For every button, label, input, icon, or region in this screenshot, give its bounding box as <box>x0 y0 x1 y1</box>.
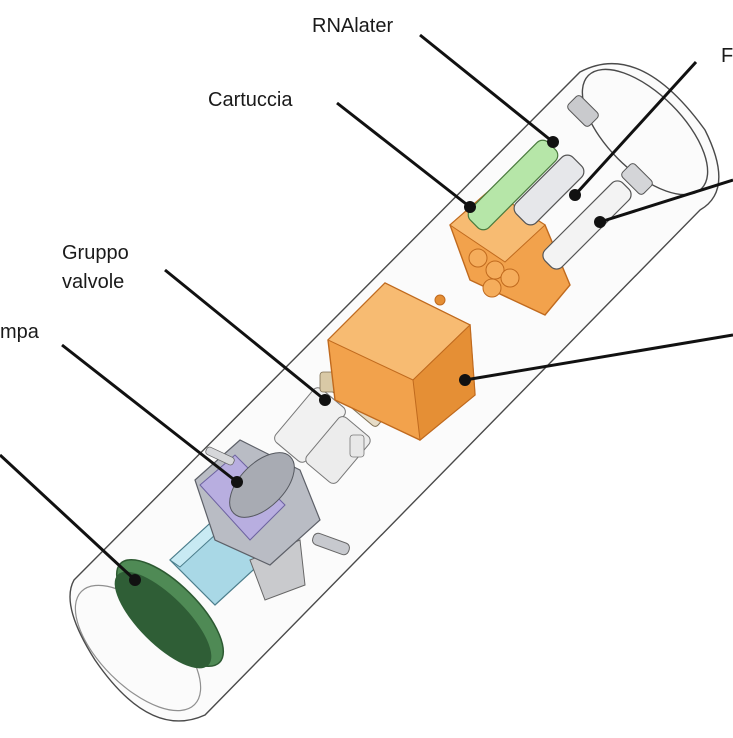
leader-end-cap <box>0 453 137 582</box>
pump-head <box>194 439 350 566</box>
end-cap-disc <box>114 558 225 669</box>
valve-housing <box>327 282 476 441</box>
leader-third-syringe <box>599 178 733 224</box>
label-gruppo-line1: Gruppo <box>62 242 129 264</box>
third-syringe <box>542 163 653 270</box>
leader-fixative <box>573 60 698 197</box>
label-gruppo-line2: valvole <box>62 271 124 293</box>
leader-cartuccia <box>336 101 471 209</box>
leader-lines <box>0 33 733 582</box>
leader-pompa <box>61 343 238 484</box>
label-pompa-partial: mpa <box>0 321 40 343</box>
label-rnalater: RNAlater <box>312 15 393 37</box>
label-cartuccia: Cartuccia <box>208 89 293 111</box>
label-cut-right-top: F <box>721 45 733 67</box>
leader-dots <box>129 136 606 586</box>
leader-rnalater <box>419 33 554 144</box>
leader-valve-housing <box>464 333 733 382</box>
pump-shaft <box>312 532 350 556</box>
fixative-syringe <box>513 154 585 226</box>
leader-gruppo-valvole <box>164 268 326 402</box>
